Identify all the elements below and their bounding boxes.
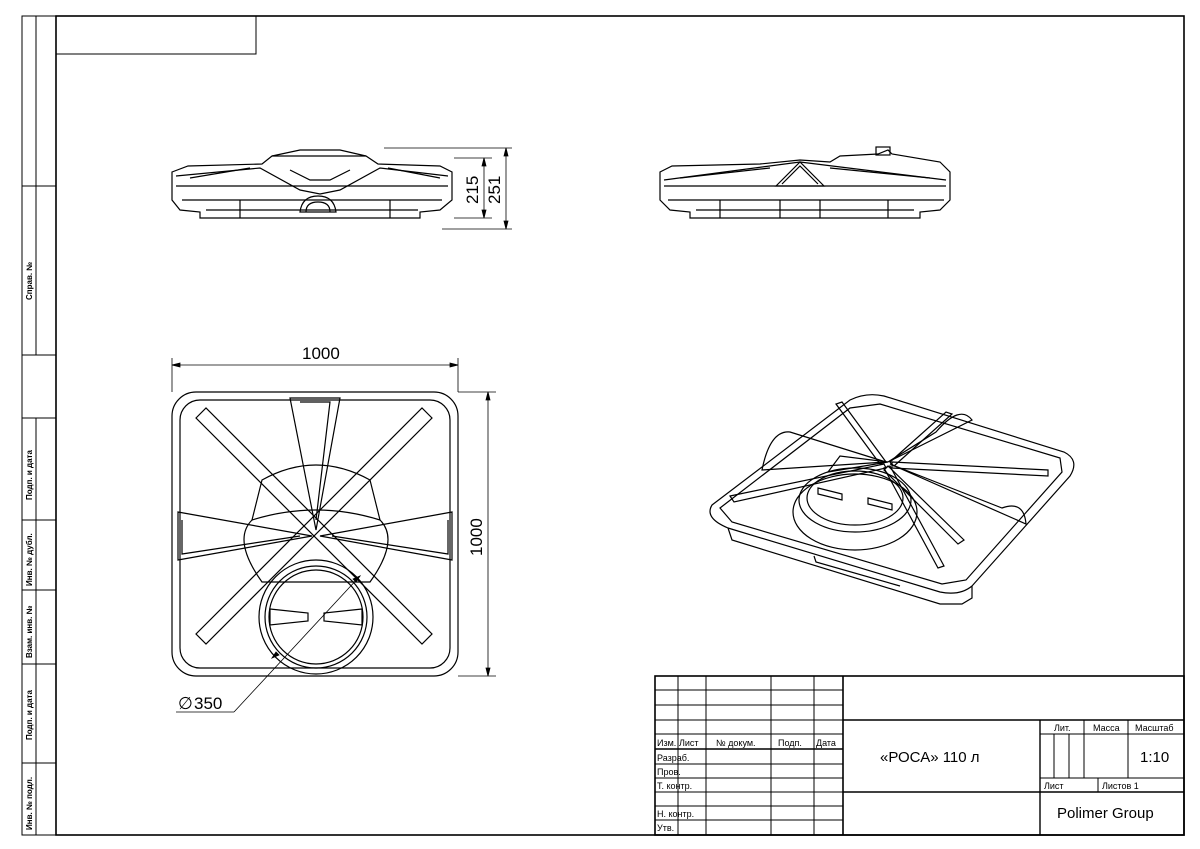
sheet-label: Лист — [1044, 781, 1064, 791]
company-name: Polimer Group — [1057, 805, 1154, 822]
inv-podl-label: Инв. № подл. — [25, 777, 34, 830]
isometric-view — [709, 394, 1075, 605]
utv-label: Утв. — [657, 823, 674, 833]
izm-label: Изм. — [657, 738, 676, 748]
drawing-title: «РОСА» 110 л — [880, 749, 980, 766]
n-kontr-label: Н. контр. — [657, 809, 694, 819]
lit-label: Лит. — [1054, 723, 1071, 733]
t-kontr-label: Т. контр. — [657, 781, 692, 791]
front-view-dimensions — [384, 147, 512, 230]
razrab-label: Разраб. — [657, 753, 689, 763]
dimension-diameter-350: 350 — [194, 694, 222, 713]
masshtab-label: Масштаб — [1135, 723, 1174, 733]
sheet-frame — [21, 15, 1185, 836]
dimension-depth-1000: 1000 — [467, 518, 486, 556]
podp-label: Подп. — [778, 738, 802, 748]
dimension-215: 215 — [463, 176, 482, 204]
n-dokum-label: № докум. — [716, 738, 756, 748]
podp-data-label-2: Подп. и дата — [25, 690, 34, 740]
sheets-count: Листов 1 — [1102, 781, 1139, 791]
side-view — [659, 146, 951, 219]
massa-label: Масса — [1093, 723, 1120, 733]
list-label: Лист — [679, 738, 699, 748]
top-view-dimensions — [171, 358, 496, 713]
prov-label: Пров. — [657, 767, 681, 777]
title-block — [654, 675, 1185, 836]
top-view — [171, 391, 459, 677]
dimension-251: 251 — [485, 176, 504, 204]
vzam-inv-label: Взам. инв. № — [25, 605, 34, 658]
podp-data-label-1: Подп. и дата — [25, 450, 34, 500]
inv-dubl-label: Инв. № дубл. — [25, 533, 34, 586]
diameter-symbol: ∅ — [178, 694, 193, 713]
dimension-width-1000: 1000 — [302, 344, 340, 363]
sprav-label: Справ. № — [25, 262, 34, 300]
data-label: Дата — [816, 738, 836, 748]
front-view — [171, 149, 453, 219]
scale-value: 1:10 — [1140, 749, 1169, 766]
